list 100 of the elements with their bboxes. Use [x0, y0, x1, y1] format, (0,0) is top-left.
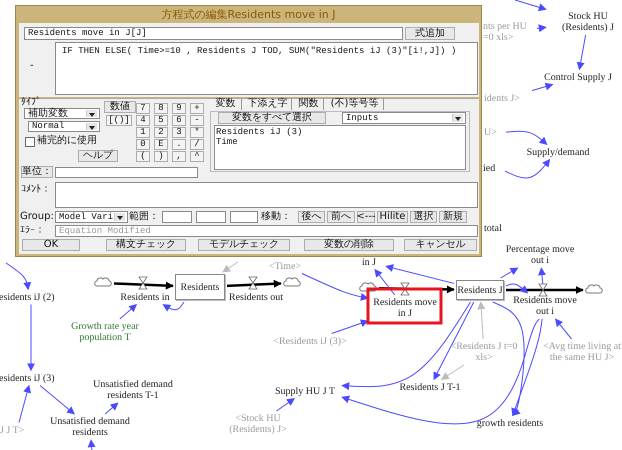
help-button: ヘルプ: [78, 150, 118, 162]
sink-cloud: [585, 284, 603, 296]
causal-arrow: [18, 384, 31, 423]
keypad-button: +: [190, 103, 204, 114]
bracket-button: [()]: [106, 115, 132, 126]
causal-arrow: [341, 302, 471, 390]
list-item: Time: [216, 137, 239, 147]
flow-pipe: [226, 280, 282, 288]
keypad-button: .: [172, 139, 186, 150]
causal-arrow: [385, 264, 454, 284]
shadow-variable-label: <Residents J t=0 xls>: [450, 341, 518, 363]
keypad-button: 5: [154, 115, 168, 126]
causal-arrow: [302, 273, 369, 301]
stock-box: Residents: [175, 274, 225, 300]
highlight-button: Hilite: [377, 211, 408, 223]
variable-label: Unsatisfied demand residents T-1: [88, 379, 178, 401]
field-label: Group:: [20, 211, 55, 223]
syntax-check-button: 構文チェック: [106, 239, 186, 251]
causal-arrow: [222, 262, 238, 272]
new-button: 新規: [439, 211, 467, 223]
causal-arrow: [504, 158, 550, 178]
delete-variable-button: 変数の削除: [304, 239, 394, 251]
keypad-button: /: [190, 139, 204, 150]
keypad-button: ,: [172, 151, 186, 162]
causal-arrow: [506, 130, 548, 146]
forward-button: 前へ: [327, 211, 355, 223]
keypad-button: 1: [136, 127, 150, 138]
field-label: ｴﾗｰ：: [20, 225, 46, 237]
shadow-variable-label: U>: [484, 126, 504, 138]
causal-arrow: [440, 364, 464, 380]
add-button: 式追加: [405, 27, 455, 40]
select-all-button: 変数をすべて選択: [218, 112, 326, 124]
inputs-select: Inputs: [342, 112, 466, 124]
shadow-variable-label: <Residents iJ (3)>: [263, 336, 357, 346]
causal-arrow: [506, 283, 528, 294]
stock-box: Residents J: [456, 280, 504, 300]
keypad-button: ^: [190, 151, 204, 162]
field-label: 範囲：: [129, 211, 160, 223]
back-button: 後へ: [298, 211, 325, 223]
variable-label: in J: [354, 256, 384, 268]
variable-label: Control Supply J: [530, 72, 622, 82]
causal-arrow: [477, 301, 486, 340]
causal-arrow: [40, 385, 75, 414]
keypad-button: -: [190, 115, 204, 126]
shadow-variable-label: <Time>: [263, 260, 307, 272]
previous-button: <---: [357, 211, 375, 223]
shadow-variable-label: <Stock HU (Residents) J>: [223, 413, 293, 435]
keypad-button: 8: [154, 103, 168, 114]
flow-rate-label: Residents move in J: [370, 297, 440, 319]
ok-button: OK: [22, 239, 80, 251]
source-cloud: [94, 277, 112, 289]
field-label: ﾀｲﾌﾟ: [21, 98, 41, 108]
causal-arrow: [276, 398, 295, 412]
causal-arrow: [538, 267, 546, 294]
equation-field: IF THEN ELSE( Time>=10 , Residents J TOD, SUM("Residents iJ (3)"[i!,J]) ): [55, 42, 478, 95]
select-button: 選択: [410, 211, 437, 223]
variable-label: Stock HU (Residents) J: [548, 11, 622, 33]
causal-arrow: [514, 0, 547, 12]
flow-pipe: [506, 286, 584, 294]
keypad-button: ): [154, 151, 168, 162]
variable-label: Supply/demand: [516, 146, 600, 158]
tab: 関数: [294, 98, 324, 110]
variable-label: Growth rate year population T: [65, 321, 145, 343]
keypad-button: 6: [172, 115, 186, 126]
causal-arrow: [536, 24, 547, 32]
keypad-button: *: [190, 127, 204, 138]
variable-label: Supply HU J T: [270, 386, 340, 396]
causal-arrow: [162, 302, 184, 312]
flow-pipe: [114, 282, 174, 290]
shadow-variable-label: nts per HU =0 xls>: [483, 21, 535, 43]
shadow-variable-label: idents J>: [484, 92, 530, 104]
causal-arrow: [532, 82, 554, 92]
keypad-button: 2: [154, 127, 168, 138]
field-label: 移動：: [261, 211, 292, 223]
causal-arrow: [374, 268, 396, 296]
keypad-button: 3: [172, 127, 186, 138]
keypad-button: 7: [136, 103, 150, 114]
causal-arrow: [554, 318, 572, 340]
type-select: 補助変数: [24, 108, 100, 119]
field-label: ｺﾒﾝﾄ：: [21, 184, 52, 196]
subtype-select: Normal: [28, 121, 100, 132]
units-button: 単位：: [21, 166, 53, 178]
keypad-button: E: [154, 139, 168, 150]
list-item: Residents iJ (3): [216, 127, 304, 137]
variable-label: total: [484, 222, 510, 234]
group-select: Model Vari: [55, 211, 128, 223]
variable-label: Percentage move out i: [500, 244, 580, 266]
sink-cloud: [283, 277, 301, 289]
causal-arrow: [500, 268, 518, 278]
keypad-button: (: [136, 151, 150, 162]
variable-label: Unsatisfied demand residents: [46, 416, 134, 438]
keypad-button: 4: [136, 115, 150, 126]
checkbox: 補完的に使用: [24, 135, 100, 147]
function-button: 数値: [104, 101, 136, 113]
causal-arrow: [341, 318, 540, 424]
tab: 変数: [210, 98, 242, 110]
flow-rate-label: Residents in: [114, 292, 176, 302]
cancel-button: キャンセル: [404, 239, 477, 251]
causal-arrow: [88, 439, 96, 450]
error-field: Equation Modified: [55, 225, 478, 237]
